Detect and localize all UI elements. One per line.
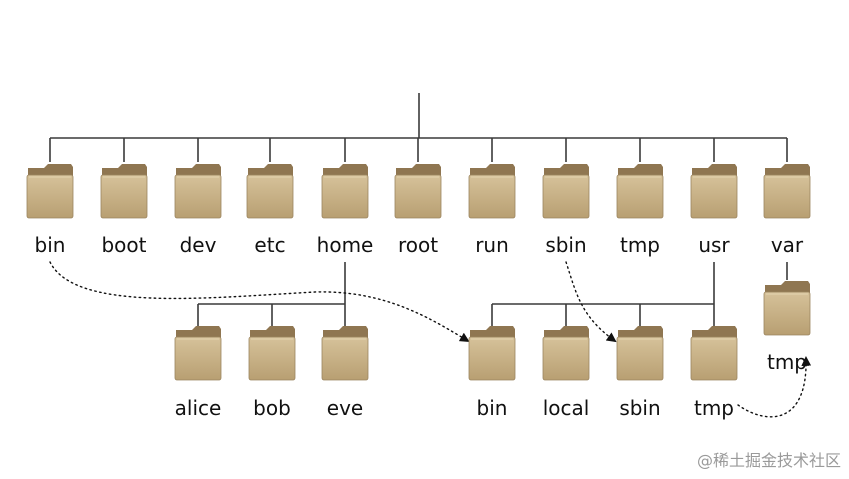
folder-nodes: root bin boot dev etc home run sbin tmp usr var ali… — [26, 164, 811, 420]
folder-label: usr — [698, 233, 730, 257]
folder-icon — [690, 164, 738, 219]
folder-bob[interactable]: bob — [248, 326, 296, 420]
folder-icon — [321, 164, 369, 219]
folder-icon — [174, 164, 222, 219]
folder-icon — [394, 164, 442, 219]
folder-usr-sbin[interactable]: sbin — [616, 326, 664, 420]
folder-alice[interactable]: alice — [174, 326, 222, 420]
folder-label: var — [771, 233, 804, 257]
folder-label: dev — [180, 233, 217, 257]
folder-icon — [616, 164, 664, 219]
folder-bin[interactable]: bin — [26, 164, 74, 257]
folder-label: tmp — [694, 396, 734, 420]
folder-usr-local[interactable]: local — [542, 326, 590, 420]
folder-icon — [100, 164, 148, 219]
folder-icon — [542, 164, 590, 219]
watermark: @稀土掘金技术社区 — [696, 451, 841, 470]
folder-label: etc — [254, 233, 285, 257]
folder-sbin[interactable]: sbin — [542, 164, 590, 257]
folder-label: sbin — [619, 396, 660, 420]
folder-label: bin — [35, 233, 66, 257]
folder-usr-tmp[interactable]: tmp — [690, 326, 738, 420]
folder-label: root — [398, 233, 438, 257]
folder-root[interactable]: root — [394, 164, 442, 257]
folder-var-tmp[interactable]: tmp — [763, 281, 811, 374]
folder-label: tmp — [620, 233, 660, 257]
folder-label: bob — [253, 396, 291, 420]
folder-icon — [690, 326, 738, 381]
folder-boot[interactable]: boot — [100, 164, 148, 257]
folder-icon — [468, 164, 516, 219]
folder-icon — [246, 164, 294, 219]
folder-icon — [616, 326, 664, 381]
folder-icon — [174, 326, 222, 381]
folder-label: bin — [477, 396, 508, 420]
folder-var[interactable]: var — [763, 164, 811, 257]
folder-eve[interactable]: eve — [321, 326, 369, 420]
folder-icon — [248, 326, 296, 381]
folder-etc[interactable]: etc — [246, 164, 294, 257]
symlink-arrow-bin-to-usr-bin — [49, 261, 470, 343]
folder-icon — [26, 164, 74, 219]
folder-icon — [763, 164, 811, 219]
symlink-arrow-usr-tmp-to-var-tmp — [737, 356, 812, 418]
tree-connectors — [49, 93, 788, 326]
folder-label: home — [317, 233, 374, 257]
folder-dev[interactable]: dev — [174, 164, 222, 257]
folder-home[interactable]: home — [317, 164, 374, 257]
folder-icon — [321, 326, 369, 381]
folder-label: sbin — [545, 233, 586, 257]
folder-icon — [763, 281, 811, 336]
folder-label: boot — [101, 233, 146, 257]
folder-label: local — [543, 396, 590, 420]
folder-label: eve — [327, 396, 363, 420]
folder-usr[interactable]: usr — [690, 164, 738, 257]
folder-icon — [468, 326, 516, 381]
folder-tmp[interactable]: tmp — [616, 164, 664, 257]
folder-run[interactable]: run — [468, 164, 516, 257]
folder-label: tmp — [767, 350, 807, 374]
symlink-arrows — [49, 261, 812, 418]
folder-label: alice — [175, 396, 222, 420]
folder-icon — [542, 326, 590, 381]
folder-label: run — [475, 233, 509, 257]
folder-usr-bin[interactable]: bin — [468, 326, 516, 420]
